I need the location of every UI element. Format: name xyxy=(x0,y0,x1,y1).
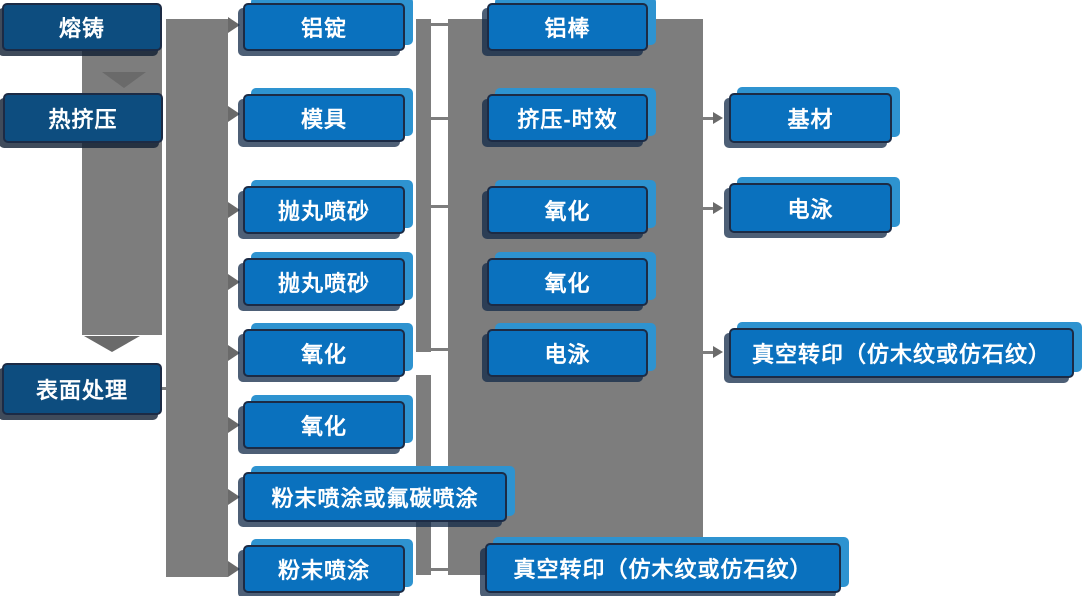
connector-stub-row3 xyxy=(431,205,449,208)
connector-biaomianchuli-link xyxy=(160,387,170,390)
arrow-to-dianyong2-icon xyxy=(713,202,723,214)
node-jiya-shixiao: 挤压-时效 xyxy=(487,94,648,142)
arrow-to-lvding-icon xyxy=(228,17,240,33)
arrow-to-fenmofutan-icon xyxy=(228,489,240,505)
arrow-to-paowan1-icon xyxy=(228,202,240,218)
node-yanghua-2: 氧化 xyxy=(243,401,405,449)
node-yanghua-1: 氧化 xyxy=(243,329,405,377)
connector-bus-bar-upper xyxy=(416,19,431,352)
node-dianyong-1: 电泳 xyxy=(487,329,648,377)
node-lvbang: 铝棒 xyxy=(487,3,648,51)
connector-column2-feed-band xyxy=(166,19,228,577)
node-zhenkong-2: 真空转印（仿木纹或仿石纹） xyxy=(729,328,1074,378)
connector-stub-row5 xyxy=(431,348,449,351)
connector-stub-row8 xyxy=(431,568,449,571)
connector-stub-row2 xyxy=(431,117,449,120)
node-zhenkong-1: 真空转印（仿木纹或仿石纹） xyxy=(485,543,841,593)
arrow-to-fenmo-icon xyxy=(228,561,240,577)
connector-left-vertical-band xyxy=(82,19,162,335)
arrow-down-to-rejiya-icon xyxy=(102,72,146,88)
node-biaomianchuli: 表面处理 xyxy=(2,363,162,415)
node-paowanpensha-2: 抛丸喷砂 xyxy=(243,258,405,306)
arrow-to-jicai-icon xyxy=(713,112,723,124)
node-rejiya: 热挤压 xyxy=(3,93,163,143)
node-jicai: 基材 xyxy=(729,93,892,143)
node-fenmo-futan: 粉末喷涂或氟碳喷涂 xyxy=(243,472,507,522)
connector-stub-row1 xyxy=(431,23,449,26)
node-dianyong-2: 电泳 xyxy=(729,183,892,233)
arrow-to-zhenkong2-icon xyxy=(713,346,723,358)
connector-line-to-jicai xyxy=(703,117,714,120)
node-lvding: 铝锭 xyxy=(243,3,405,51)
arrow-to-muju-icon xyxy=(228,106,240,122)
node-yanghua-3: 氧化 xyxy=(487,186,648,234)
arrow-to-yanghua1-icon xyxy=(228,345,240,361)
node-fenmo: 粉末喷涂 xyxy=(243,545,405,593)
arrow-to-yanghua2-icon xyxy=(228,417,240,433)
node-paowanpensha-1: 抛丸喷砂 xyxy=(243,186,405,234)
node-yanghua-4: 氧化 xyxy=(487,258,648,306)
arrow-to-paowan2-icon xyxy=(228,274,240,290)
connector-line-to-zhenkong2 xyxy=(703,351,714,354)
arrow-down-to-biaomianchuli-icon xyxy=(84,336,140,352)
node-rongzhu: 熔铸 xyxy=(2,3,162,51)
node-muju: 模具 xyxy=(243,94,405,142)
connector-line-to-dianyong2 xyxy=(703,207,714,210)
